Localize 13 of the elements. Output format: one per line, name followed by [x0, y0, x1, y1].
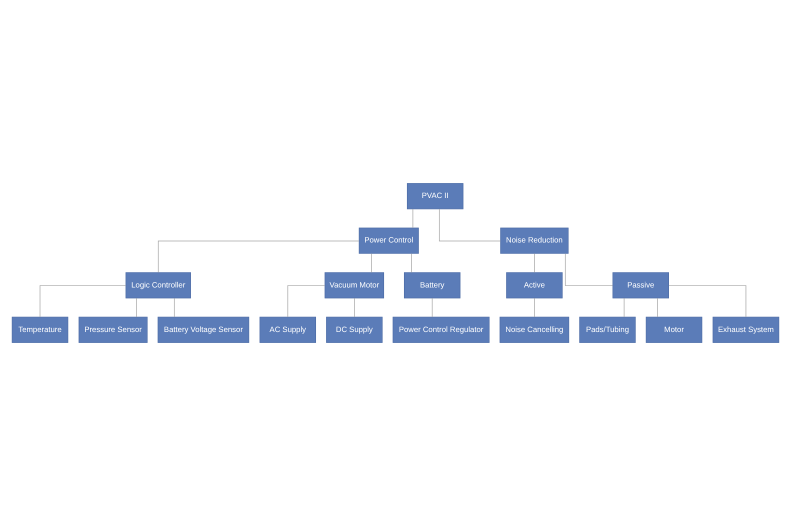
connector [668, 285, 746, 318]
connector [39, 285, 126, 318]
connector [370, 253, 372, 273]
connector [412, 208, 413, 228]
connector [157, 240, 359, 273]
connector [438, 208, 500, 242]
connector [623, 298, 624, 318]
connector [173, 298, 174, 318]
connector [564, 253, 613, 286]
connector [656, 298, 658, 318]
connector [410, 253, 412, 273]
connector [431, 298, 432, 318]
connector [286, 285, 325, 318]
